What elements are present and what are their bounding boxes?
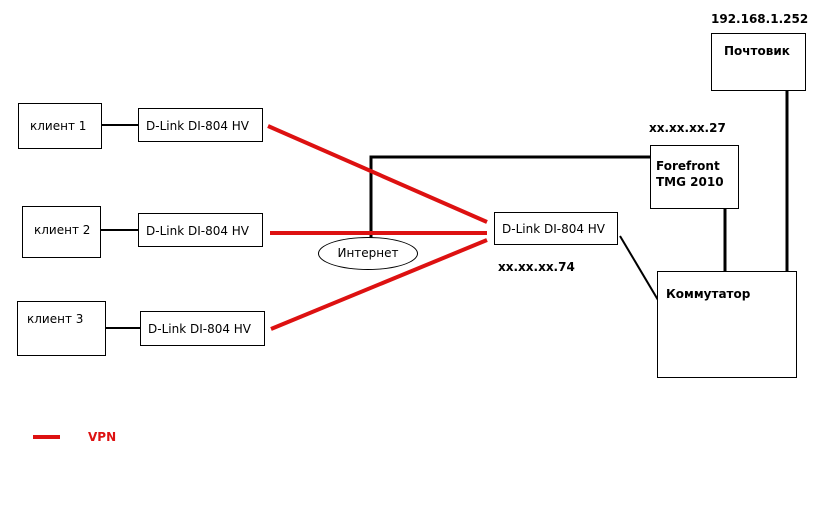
client-3-label: клиент 3 — [27, 312, 84, 326]
central-router-label: D-Link DI-804 HV — [502, 222, 606, 236]
router-1-box: D-Link DI-804 HV — [138, 108, 263, 142]
switch-box: Коммутатор — [657, 271, 797, 378]
switch-label: Коммутатор — [666, 287, 751, 301]
central-router-ip: xx.xx.xx.74 — [498, 260, 575, 274]
client-2-box: клиент 2 — [22, 206, 101, 258]
client-2-label: клиент 2 — [34, 223, 91, 237]
mail-server-ip: 192.168.1.252 — [711, 12, 809, 26]
forefront-box: Forefront TMG 2010 — [650, 145, 739, 209]
internet-cloud: Интернет — [318, 237, 418, 270]
client-1-label: клиент 1 — [30, 119, 87, 133]
client-3-box: клиент 3 — [17, 301, 106, 356]
router-2-box: D-Link DI-804 HV — [138, 213, 263, 247]
mail-server-box: Почтовик — [711, 33, 806, 91]
router-1-label: D-Link DI-804 HV — [146, 119, 250, 133]
router-2-label: D-Link DI-804 HV — [146, 224, 250, 238]
mail-server-label: Почтовик — [724, 44, 790, 58]
wire-internet-forefront — [369, 155, 650, 239]
forefront-ip: xx.xx.xx.27 — [649, 121, 726, 135]
router-3-box: D-Link DI-804 HV — [140, 311, 265, 346]
forefront-label: Forefront TMG 2010 — [656, 159, 724, 189]
internet-label: Интернет — [337, 246, 399, 260]
wire-router-switch — [619, 235, 659, 301]
vpn-legend-label: VPN — [88, 430, 117, 444]
client-1-box: клиент 1 — [18, 103, 102, 149]
vpn-line-3 — [270, 238, 488, 331]
central-router-box: D-Link DI-804 HV — [494, 212, 618, 245]
vpn-line-1 — [267, 124, 488, 224]
router-3-label: D-Link DI-804 HV — [148, 322, 252, 336]
